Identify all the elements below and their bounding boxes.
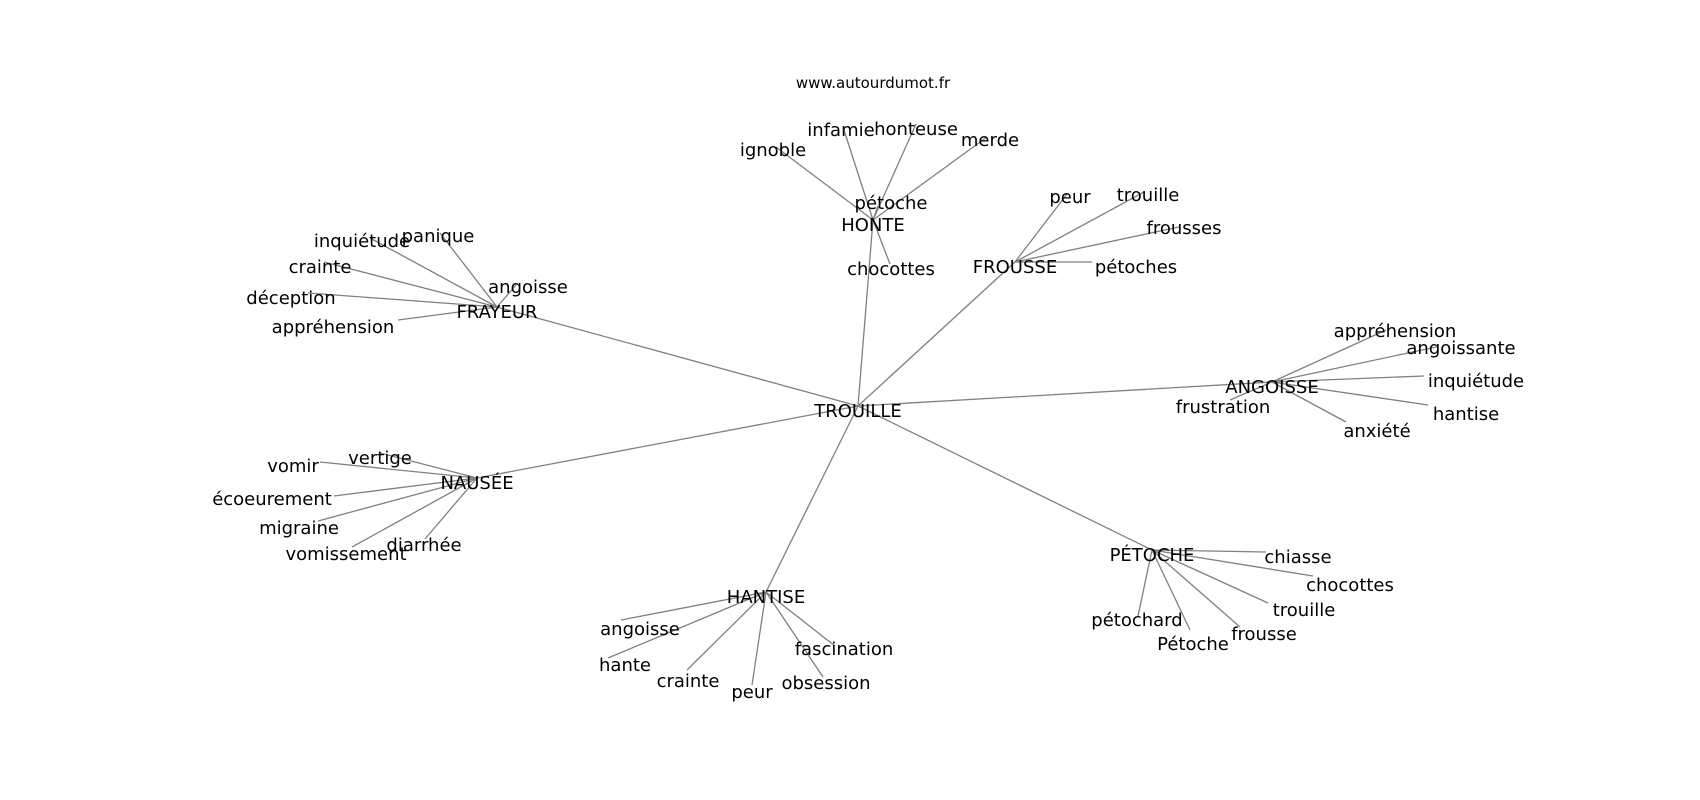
graph-edges <box>307 123 1437 686</box>
edge-angoisse-angoissante <box>1271 346 1437 383</box>
edge-center-frayeur <box>496 306 859 407</box>
edge-petoche-chocottes <box>1151 549 1314 577</box>
edge-frayeur-deception <box>307 292 498 308</box>
leaf-node-frousse-peur: peur <box>1049 187 1091 208</box>
source-label: www.autourdumot.fr <box>796 74 951 92</box>
leaf-node-frayeur-apprehension: appréhension <box>272 317 395 338</box>
leaf-node-frayeur-inquietude: inquiétude <box>314 231 410 252</box>
leaf-node-frousse-petoches: pétoches <box>1095 257 1177 278</box>
edge-honte-infamie <box>842 126 874 221</box>
leaf-node-frayeur-deception: déception <box>246 288 335 309</box>
leaf-node-nausee-vomir: vomir <box>267 456 319 477</box>
edge-center-hantise <box>765 405 859 593</box>
leaf-node-nausee-vertige: vertige <box>348 448 412 469</box>
leaf-node-honte-honteuse: honteuse <box>874 119 958 140</box>
edge-hantise-peur <box>751 591 767 686</box>
leaf-node-hantise-crainte: crainte <box>657 671 720 692</box>
leaf-node-frayeur-crainte: crainte <box>289 257 352 278</box>
edge-nausee-migraine <box>317 477 478 522</box>
edge-hantise-angoisse <box>620 591 767 621</box>
leaf-node-frousse-trouille: trouille <box>1117 185 1180 206</box>
hub-node-honte: HONTE <box>841 215 905 236</box>
edge-hantise-obsession <box>765 591 824 678</box>
edge-honte-chocottes <box>872 219 891 265</box>
edge-angoisse-hantise <box>1271 381 1429 406</box>
leaf-node-nausee-diarrhee: diarrhée <box>386 535 461 556</box>
edge-petoche-petoche <box>1151 549 1191 631</box>
edge-frayeur-angoisse <box>496 284 517 308</box>
edge-nausee-vomir <box>319 461 478 479</box>
leaf-node-petoche-frousse: frousse <box>1231 624 1297 645</box>
edge-honte-merde <box>872 136 988 221</box>
leaf-node-angoisse-apprehension: appréhension <box>1334 321 1457 342</box>
leaf-node-angoisse-frustration: frustration <box>1176 397 1271 418</box>
hub-node-angoisse: ANGOISSE <box>1225 377 1318 398</box>
leaf-node-angoisse-inquietude: inquiétude <box>1428 371 1524 392</box>
leaf-node-petoche-petochard: pétochard <box>1091 610 1182 631</box>
leaf-node-honte-merde: merde <box>961 130 1019 151</box>
leaf-node-nausee-migraine: migraine <box>259 518 339 539</box>
edge-angoisse-frustration <box>1229 381 1273 401</box>
hub-node-frayeur: FRAYEUR <box>456 302 537 323</box>
hub-node-petoche: PÉTOCHE <box>1110 544 1195 566</box>
leaf-node-frousse-frousses: frousses <box>1147 218 1222 239</box>
leaf-node-nausee-ecoeurement: écoeurement <box>212 489 332 510</box>
leaf-node-petoche-chocottes: chocottes <box>1306 575 1394 596</box>
leaf-node-petoche-trouille: trouille <box>1273 600 1336 621</box>
leaf-node-hantise-hante: hante <box>599 655 651 676</box>
edge-center-nausee <box>476 405 859 479</box>
edge-honte-petoche <box>872 205 879 221</box>
edge-center-honte <box>857 219 874 407</box>
hub-node-hantise: HANTISE <box>727 587 805 608</box>
edge-honte-ignoble <box>775 146 874 221</box>
edge-nausee-vertige <box>379 452 478 479</box>
edge-petoche-frousse <box>1151 549 1241 628</box>
edge-nausee-vomissement <box>351 477 478 548</box>
edge-angoisse-inquietude <box>1271 375 1425 383</box>
edge-angoisse-apprehension <box>1271 329 1387 383</box>
leaf-node-frayeur-angoisse: angoisse <box>488 277 568 298</box>
edge-frayeur-crainte <box>323 261 498 308</box>
edge-frayeur-inquietude <box>369 237 498 308</box>
leaf-node-honte-infamie: infamie <box>807 120 874 141</box>
leaf-node-honte-petoche: pétoche <box>855 193 928 214</box>
edge-petoche-trouille <box>1151 549 1269 604</box>
edge-center-petoche <box>857 405 1153 551</box>
leaf-node-hantise-peur: peur <box>731 682 773 703</box>
edge-center-angoisse <box>857 381 1273 407</box>
leaf-node-angoisse-angoissante: angoissante <box>1406 338 1515 359</box>
leaf-node-hantise-obsession: obsession <box>781 673 870 694</box>
leaf-node-petoche-chiasse: chiasse <box>1264 547 1331 568</box>
hub-node-frousse: FROUSSE <box>973 257 1057 278</box>
edge-petoche-chiasse <box>1151 549 1267 553</box>
edge-frousse-peur <box>1014 193 1068 263</box>
leaf-node-hantise-fascination: fascination <box>795 639 894 660</box>
edge-hantise-hante <box>607 591 767 659</box>
edge-center-frousse <box>857 261 1016 407</box>
leaf-node-angoisse-anxiete: anxiété <box>1343 421 1410 442</box>
edge-frayeur-panique <box>439 232 498 308</box>
hub-node-nausee: NAUSÉE <box>440 472 513 494</box>
leaf-node-hantise-angoisse: angoisse <box>600 619 680 640</box>
leaf-node-nausee-vomissement: vomissement <box>285 544 406 565</box>
leaf-node-angoisse-hantise: hantise <box>1433 404 1499 425</box>
edge-frousse-frousses <box>1014 226 1180 263</box>
edge-petoche-petochard <box>1137 549 1153 617</box>
edge-frayeur-apprehension <box>397 306 498 321</box>
edge-hantise-fascination <box>765 591 836 647</box>
leaf-node-frayeur-panique: panique <box>402 226 475 247</box>
edge-honte-honteuse <box>872 123 917 221</box>
edge-hantise-crainte <box>686 591 767 671</box>
edge-nausee-diarrhee <box>424 477 478 540</box>
edge-frousse-trouille <box>1014 191 1145 263</box>
leaf-node-honte-chocottes: chocottes <box>847 259 935 280</box>
leaf-node-honte-ignoble: ignoble <box>740 140 806 161</box>
leaf-node-petoche-petoche: Pétoche <box>1157 634 1229 655</box>
edge-angoisse-anxiete <box>1271 381 1347 423</box>
center-node-label: TROUILLE <box>813 401 902 422</box>
edge-nausee-ecoeurement <box>333 477 478 497</box>
